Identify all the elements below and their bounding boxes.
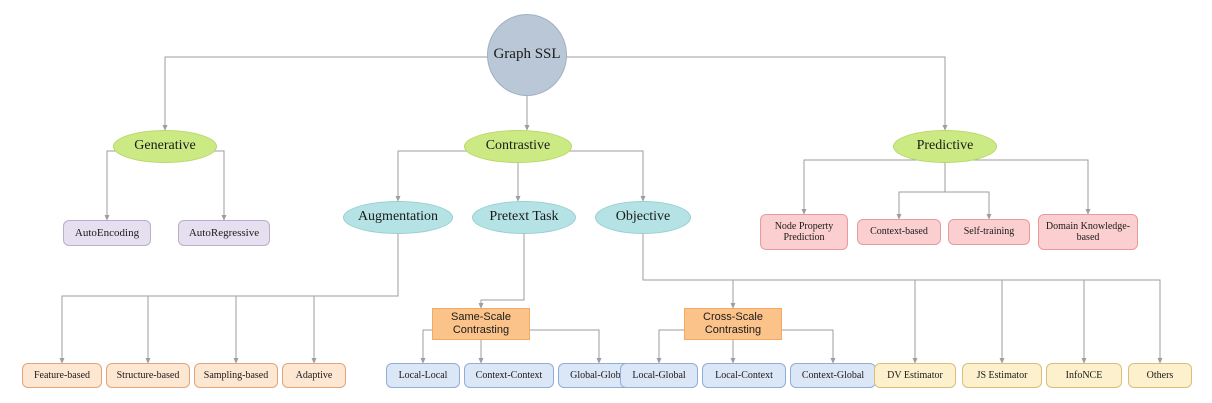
node-objective[interactable]: Objective — [595, 201, 691, 234]
node-label-dv-estimator: DV Estimator — [887, 369, 943, 381]
node-local-context[interactable]: Local-Context — [702, 363, 786, 388]
node-structure-based[interactable]: Structure-based — [106, 363, 190, 388]
edge-predictive-to-node-property — [801, 159, 946, 215]
edge-predictive-to-self-training — [944, 163, 992, 220]
node-cross-scale[interactable]: Cross-Scale Contrasting — [684, 308, 782, 340]
node-context-context[interactable]: Context-Context — [464, 363, 554, 388]
node-label-adaptive: Adaptive — [295, 369, 333, 381]
node-context-global[interactable]: Context-Global — [790, 363, 876, 388]
edge-augmentation-to-adaptive — [311, 234, 399, 364]
node-label-local-context: Local-Context — [715, 369, 773, 381]
node-adaptive[interactable]: Adaptive — [282, 363, 346, 388]
edge-augmentation-to-sampling-based — [233, 234, 399, 364]
node-label-generative: Generative — [134, 138, 196, 154]
node-label-context-based: Context-based — [870, 226, 928, 238]
edge-objective-to-others — [643, 279, 1163, 364]
edge-predictive-to-context-based — [896, 163, 946, 220]
node-label-sampling-based: Sampling-based — [203, 369, 269, 381]
node-label-context-context: Context-Context — [475, 369, 543, 381]
node-node-property[interactable]: Node Property Prediction — [760, 214, 848, 250]
edge-predictive-to-domain-knowledge — [944, 159, 1091, 215]
node-infonce[interactable]: InfoNCE — [1046, 363, 1122, 388]
node-label-autoregressive: AutoRegressive — [188, 226, 260, 239]
node-label-structure-based: Structure-based — [116, 369, 180, 381]
node-domain-knowledge[interactable]: Domain Knowledge-based — [1038, 214, 1138, 250]
edge-cross-scale-to-context-global — [782, 329, 836, 364]
node-local-global[interactable]: Local-Global — [620, 363, 698, 388]
node-sampling-based[interactable]: Sampling-based — [194, 363, 278, 388]
node-label-same-scale: Same-Scale Contrasting — [451, 311, 511, 336]
node-contrastive[interactable]: Contrastive — [464, 130, 572, 163]
node-augmentation[interactable]: Augmentation — [343, 201, 453, 234]
node-label-local-global: Local-Global — [632, 369, 686, 381]
node-predictive[interactable]: Predictive — [893, 130, 997, 163]
node-autoencoding[interactable]: AutoEncoding — [63, 220, 151, 246]
edge-pretext-to-same-scale — [478, 234, 525, 309]
node-label-infonce: InfoNCE — [1065, 369, 1103, 381]
edge-same-scale-to-local-local — [420, 329, 432, 364]
node-label-augmentation: Augmentation — [357, 209, 439, 225]
node-local-local[interactable]: Local-Local — [386, 363, 460, 388]
edge-same-scale-to-global-global — [530, 329, 602, 364]
edge-augmentation-to-structure-based — [145, 234, 399, 364]
node-context-based[interactable]: Context-based — [857, 219, 941, 245]
node-label-domain-knowledge: Domain Knowledge-based — [1045, 220, 1131, 244]
node-label-node-property: Node Property Prediction — [774, 220, 834, 244]
node-label-global-global: Global-Global — [570, 369, 628, 381]
edge-augmentation-to-feature-based — [59, 234, 399, 364]
node-label-js-estimator: JS Estimator — [976, 369, 1028, 381]
node-label-predictive: Predictive — [916, 138, 974, 154]
node-others[interactable]: Others — [1128, 363, 1192, 388]
node-label-cross-scale: Cross-Scale Contrasting — [703, 311, 763, 336]
node-generative[interactable]: Generative — [113, 130, 217, 163]
edge-root-to-predictive — [526, 56, 948, 131]
node-label-contrastive: Contrastive — [485, 138, 551, 154]
edge-root-to-generative — [162, 56, 528, 131]
node-pretext[interactable]: Pretext Task — [472, 201, 576, 234]
node-label-objective: Objective — [615, 209, 671, 225]
node-label-autoencoding: AutoEncoding — [74, 226, 140, 239]
node-same-scale[interactable]: Same-Scale Contrasting — [432, 308, 530, 340]
edge-cross-scale-to-local-global — [656, 329, 684, 364]
node-autoregressive[interactable]: AutoRegressive — [178, 220, 270, 246]
node-root[interactable]: Graph SSL — [487, 14, 567, 96]
node-label-local-local: Local-Local — [398, 369, 448, 381]
node-js-estimator[interactable]: JS Estimator — [962, 363, 1042, 388]
node-dv-estimator[interactable]: DV Estimator — [874, 363, 956, 388]
node-feature-based[interactable]: Feature-based — [22, 363, 102, 388]
node-self-training[interactable]: Self-training — [948, 219, 1030, 245]
node-label-others: Others — [1146, 369, 1174, 381]
edge-objective-to-cross-scale — [642, 234, 736, 309]
node-label-root: Graph SSL — [493, 46, 561, 63]
node-label-pretext: Pretext Task — [489, 209, 559, 225]
node-label-context-global: Context-Global — [801, 369, 865, 381]
node-label-feature-based: Feature-based — [33, 369, 91, 381]
node-label-self-training: Self-training — [963, 226, 1015, 238]
